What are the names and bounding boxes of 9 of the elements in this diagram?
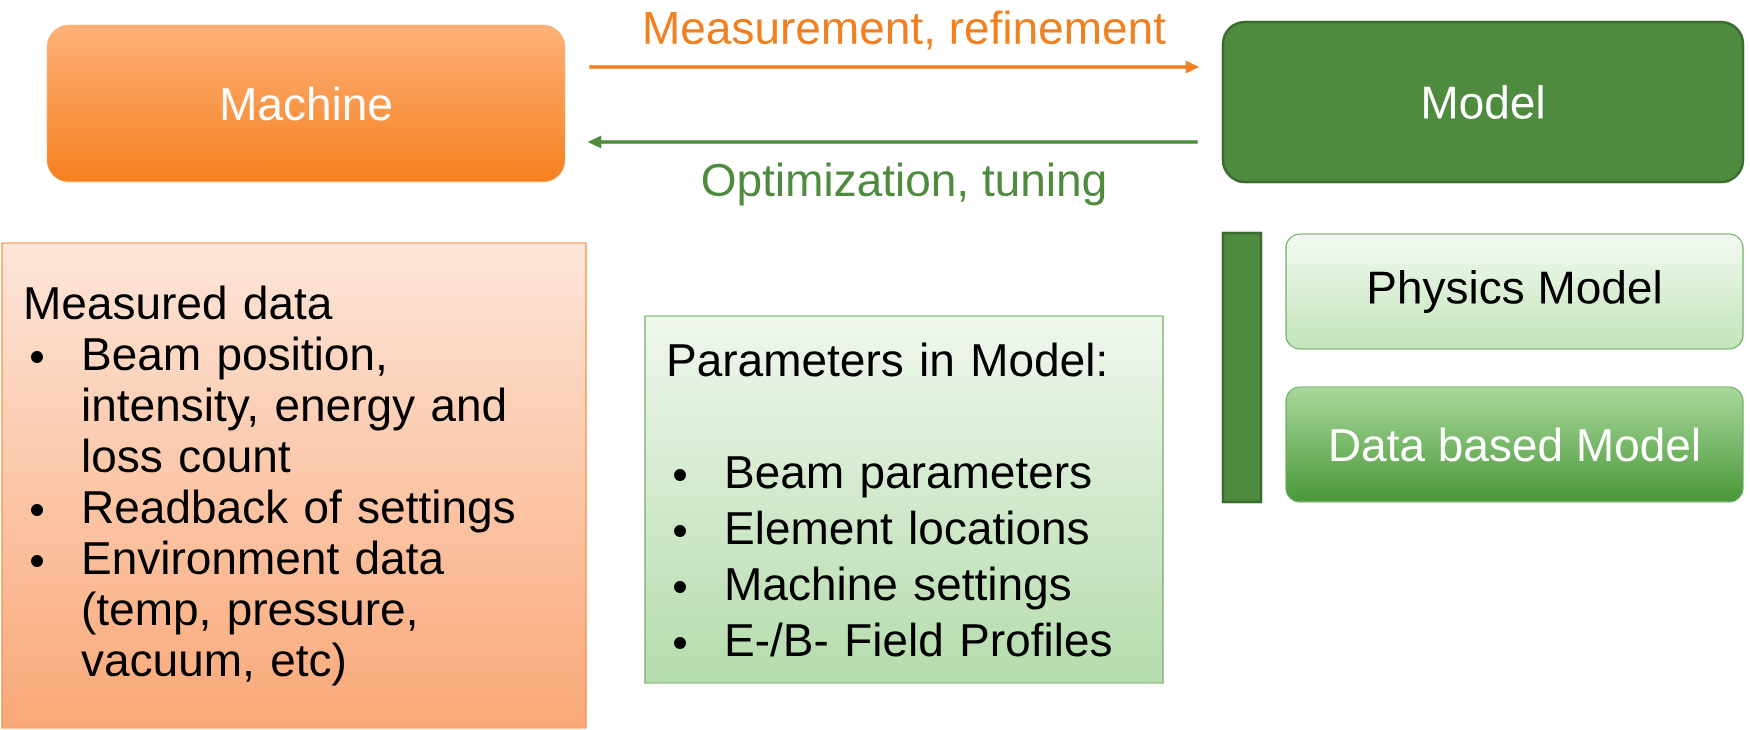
parameter-panel: Parameters in Model: Beam parameters Element locations Machine settings E-/B- Field Profiles: [644, 315, 1164, 684]
machine-box: Machine: [46, 24, 566, 183]
data-panel: Measured data Beam position, intensity, energy and loss count Readback of settings Environment data (temp, pressure, vacuum, etc): [1, 242, 587, 729]
edge-label: Measurement, refinement: [645, 10, 1166, 50]
model-type-box: Data based Model: [1285, 386, 1744, 503]
model-type-box: Physics Model: [1285, 233, 1744, 350]
edge-label: Optimization, tuning: [702, 162, 1105, 206]
model-box: Model: [1221, 20, 1745, 184]
vertical-bar: [1221, 231, 1263, 504]
